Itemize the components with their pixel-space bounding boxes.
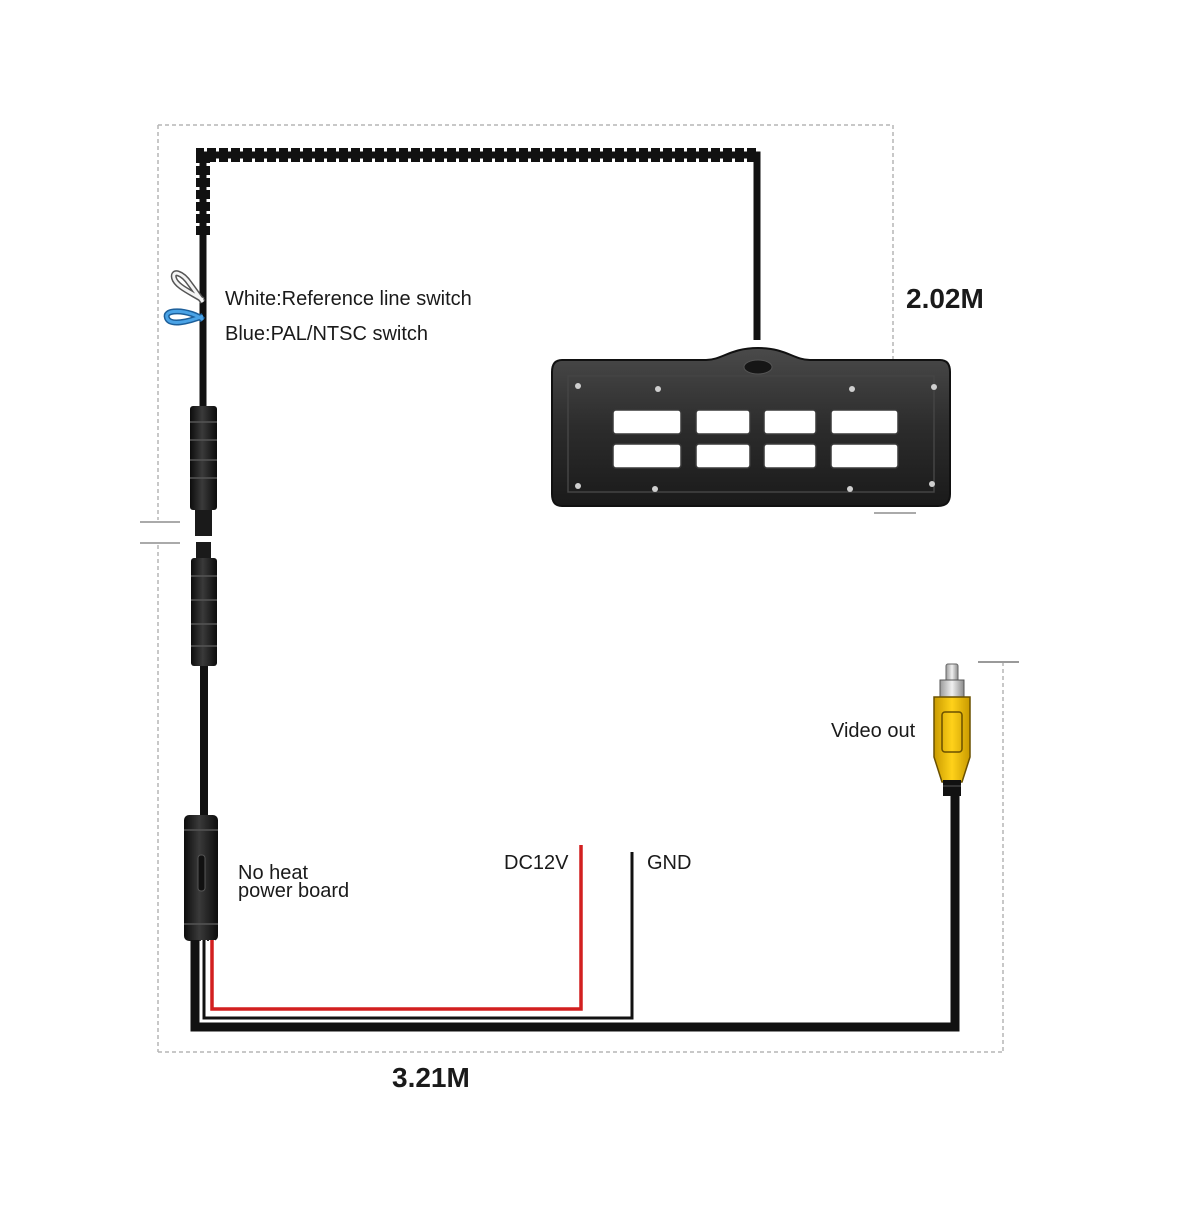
- mounting-slots: [612, 409, 899, 469]
- blue-wire-label: Blue:PAL/NTSC switch: [225, 323, 429, 345]
- camera-cable-length-label: 2.02M: [906, 283, 984, 314]
- aviation-connector-male: [190, 406, 217, 536]
- power-board-label-line2: power board: [238, 880, 350, 902]
- power-board-label-line1: No heat: [238, 862, 309, 884]
- aviation-connector-female: [191, 542, 217, 666]
- video-out-label: Video out: [831, 720, 916, 742]
- switch-wires: [163, 270, 206, 326]
- license-plate-camera: [551, 346, 951, 507]
- cut-marks: [140, 512, 916, 544]
- camera-cable: [196, 148, 761, 410]
- gnd-label: GND: [647, 852, 692, 874]
- output-wires: [190, 795, 960, 1032]
- rca-connector: [933, 663, 971, 796]
- main-cable-length-label: 3.21M: [392, 1062, 470, 1093]
- power-board-module: [184, 815, 218, 941]
- dimension-box-camera-cable: [157, 124, 894, 520]
- dimension-box-main-cable: [157, 545, 1019, 1053]
- dc12v-label: DC12V: [504, 852, 569, 874]
- white-wire-label: White:Reference line switch: [225, 288, 472, 310]
